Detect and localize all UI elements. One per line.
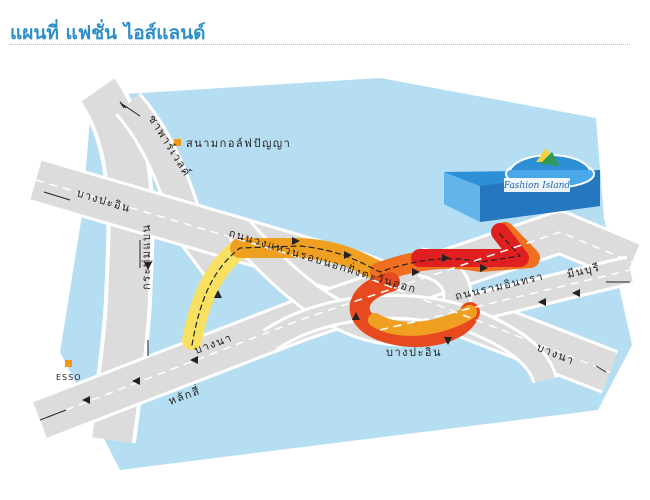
direction-arrows <box>82 237 580 404</box>
title-divider <box>10 44 630 45</box>
page-title: แผนที่ แฟชั่น ไอส์แลนด์ <box>10 22 206 44</box>
arrow-marker <box>572 289 580 297</box>
golf-course-label: สนามกอล์ฟปัญญา <box>186 137 291 150</box>
road-direction-indicators <box>39 101 630 421</box>
mall-label: Fashion Island <box>503 181 571 191</box>
arrow-marker <box>412 268 420 276</box>
arrow-marker <box>214 290 222 298</box>
arrow-marker <box>344 251 352 259</box>
arrow-marker <box>82 396 90 404</box>
road-label-kha-ra-ok: กระทุ่มแบน <box>140 223 153 290</box>
arrow-marker <box>190 356 198 364</box>
road-label-bang-pa-in-bottom: บางปะอิน <box>386 346 442 359</box>
arrow-marker <box>538 298 546 306</box>
esso-marker-icon <box>65 360 72 367</box>
fashion-island-building: Fashion Island <box>444 148 600 222</box>
lane-markings <box>35 179 633 421</box>
arrow-marker <box>292 237 300 245</box>
golf-marker-icon <box>174 139 181 146</box>
arrow-marker <box>480 264 488 272</box>
arrow-marker <box>352 312 360 320</box>
arrow-marker <box>444 337 452 345</box>
arrow-marker <box>144 262 152 270</box>
arrow-marker <box>132 377 140 385</box>
esso-label: ESSO <box>56 373 82 382</box>
arrow-marker <box>442 254 450 262</box>
